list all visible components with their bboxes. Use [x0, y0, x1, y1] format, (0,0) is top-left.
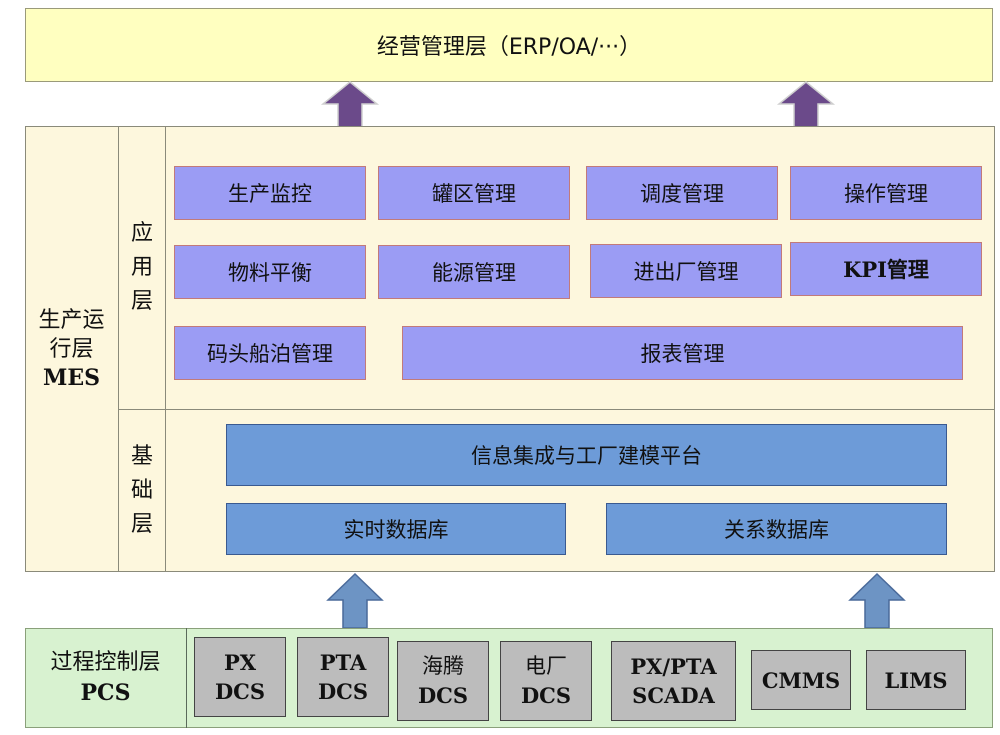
pcs-system-pta-dcs: PTA DCS — [297, 637, 389, 717]
pcs-system-cmms: CMMS — [751, 650, 851, 710]
up-arrow-icon — [848, 572, 906, 629]
mes-divider — [119, 409, 995, 410]
module-energy: 能源管理 — [378, 245, 570, 299]
module-production-monitoring: 生产监控 — [174, 166, 366, 220]
pcs-system-px-pta-scada: PX/PTA SCADA — [611, 641, 736, 721]
module-label: 操作管理 — [844, 182, 928, 206]
pcs-system-line1: PTA — [319, 650, 367, 675]
module-label: 报表管理 — [640, 342, 725, 366]
realtime-db-label: 实时数据库 — [343, 518, 449, 542]
module-label: 生产监控 — [228, 182, 312, 206]
pcs-system-line1: CMMS — [761, 667, 841, 693]
module-label: 码头船泊管理 — [207, 342, 333, 366]
module-kpi: KPI管理 — [790, 242, 982, 296]
base-layer-label: 基 础 层 — [119, 409, 166, 572]
pcs-system-line1: PX — [223, 650, 257, 675]
module-label: 能源管理 — [432, 261, 516, 285]
base-label-char: 基 — [130, 443, 153, 469]
pcs-system-line1: PX/PTA — [630, 654, 717, 679]
pcs-system-line1: 电厂 — [525, 654, 567, 678]
module-in-out-factory: 进出厂管理 — [590, 244, 782, 298]
module-label: 罐区管理 — [432, 182, 516, 206]
pcs-system-line1: 海腾 — [422, 654, 464, 678]
pcs-label-line1: 过程控制层 — [50, 650, 161, 675]
up-arrow-icon — [776, 81, 836, 129]
base-label-char: 层 — [130, 511, 153, 537]
module-scheduling: 调度管理 — [586, 166, 778, 220]
relational-database: 关系数据库 — [606, 503, 947, 555]
base-label-char: 础 — [130, 477, 153, 503]
app-label-char: 层 — [130, 288, 153, 314]
module-label: 调度管理 — [640, 182, 724, 206]
pcs-system-power-plant-dcs: 电厂 DCS — [500, 641, 592, 721]
pcs-label-line2: PCS — [80, 680, 131, 706]
module-dock-berth: 码头船泊管理 — [174, 326, 366, 380]
pcs-system-line2: DCS — [214, 679, 266, 704]
realtime-database: 实时数据库 — [226, 503, 566, 555]
mes-layer-label: 生产运 行层 MES — [25, 126, 119, 572]
app-label-char: 应 — [130, 220, 153, 246]
pcs-system-lims: LIMS — [866, 650, 966, 710]
module-operation: 操作管理 — [790, 166, 982, 220]
app-label-char: 用 — [130, 254, 153, 280]
platform-label: 信息集成与工厂建模平台 — [471, 444, 702, 468]
module-tank-farm: 罐区管理 — [378, 166, 570, 220]
integration-platform: 信息集成与工厂建模平台 — [226, 424, 947, 486]
pcs-layer-label: 过程控制层 PCS — [25, 628, 187, 728]
module-label: KPI管理 — [843, 257, 929, 282]
mes-label-line1: 生产运 — [38, 307, 105, 333]
mes-label-line2: 行层 — [49, 336, 94, 362]
module-label: 物料平衡 — [228, 261, 312, 285]
up-arrow-icon — [320, 81, 380, 129]
pcs-system-line2: DCS — [417, 683, 469, 708]
mes-label-line3: MES — [42, 364, 100, 391]
pcs-system-line2: DCS — [317, 679, 369, 704]
module-material-balance: 物料平衡 — [174, 245, 366, 299]
application-layer-label: 应 用 层 — [119, 126, 166, 409]
pcs-system-line2: SCADA — [632, 683, 715, 708]
management-layer: 经营管理层（ERP/OA/···） — [25, 8, 993, 82]
pcs-system-haiteng-dcs: 海腾 DCS — [397, 641, 489, 721]
module-reporting: 报表管理 — [402, 326, 963, 380]
pcs-system-line2: DCS — [520, 683, 572, 708]
pcs-system-line1: LIMS — [884, 667, 948, 693]
module-label: 进出厂管理 — [633, 260, 739, 284]
management-layer-title: 经营管理层（ERP/OA/···） — [376, 35, 642, 60]
up-arrow-icon — [326, 572, 384, 629]
relational-db-label: 关系数据库 — [724, 518, 829, 542]
pcs-system-px-dcs: PX DCS — [194, 637, 286, 717]
